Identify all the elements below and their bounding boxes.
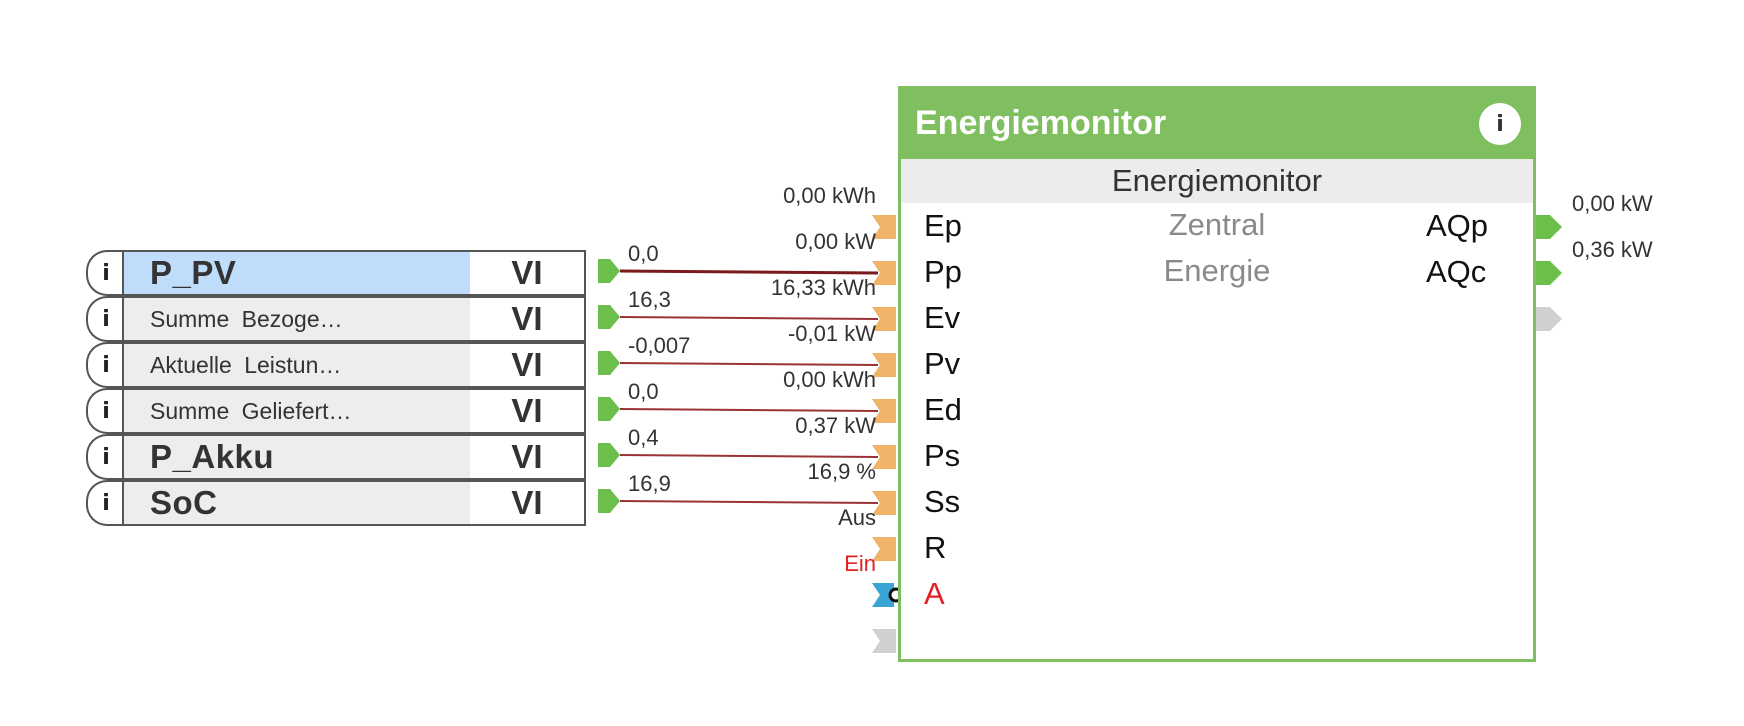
connection-wire[interactable] <box>619 316 879 320</box>
port-name-aqp: AQp <box>1426 208 1489 243</box>
input-label: Summe Geliefert… <box>150 398 352 424</box>
connection-wire[interactable] <box>619 500 879 504</box>
port-name-r: R <box>924 530 947 565</box>
info-icon[interactable]: i <box>86 342 124 388</box>
port-connectors <box>598 215 1562 657</box>
row-output-connector[interactable] <box>598 351 620 375</box>
row-output-connector[interactable] <box>598 443 620 467</box>
port-name-ep: Ep <box>924 208 962 243</box>
info-icon[interactable]: i <box>86 388 124 434</box>
input-connector-r[interactable] <box>872 537 896 561</box>
connection-wire[interactable] <box>619 269 879 275</box>
input-label-box[interactable]: P_Akku <box>122 434 472 480</box>
block-description-line-2: Energie <box>1163 253 1271 288</box>
output-value-aqp: 0,00 kW <box>1572 191 1653 216</box>
port-value-ed: 0,00 kWh <box>783 367 876 392</box>
port-name-ed: Ed <box>924 392 962 427</box>
input-type: VI <box>470 388 586 434</box>
port-value-ev: 16,33 kWh <box>770 275 876 300</box>
input-label: P_Akku <box>150 438 275 475</box>
source-value: 16,3 <box>628 287 671 312</box>
info-icon[interactable]: i <box>86 434 124 480</box>
info-icon[interactable]: i <box>86 296 124 342</box>
port-name-a: A <box>924 576 945 611</box>
port-value-pp: 0,00 kW <box>795 229 876 254</box>
source-value: 0,0 <box>628 379 659 404</box>
empty-output-connector[interactable] <box>1536 307 1562 331</box>
energiemonitor-block[interactable]: Energiemonitor i Energiemonitor Zentral … <box>898 86 1536 662</box>
output-value-aqc: 0,36 kW <box>1572 237 1653 262</box>
input-connector-pp[interactable] <box>872 261 896 285</box>
port-name-ev: Ev <box>924 300 961 335</box>
port-name-ps: Ps <box>924 438 961 473</box>
input-label-box[interactable]: Summe Bezoge… <box>122 296 472 342</box>
input-row-0[interactable]: i P_PV VI <box>86 250 598 296</box>
source-value: 0,0 <box>628 241 659 266</box>
input-connector-pv[interactable] <box>872 353 896 377</box>
input-label: Summe Bezoge… <box>150 306 343 332</box>
port-value-ep: 0,00 kWh <box>783 183 876 208</box>
row-output-connector[interactable] <box>598 259 620 283</box>
output-connector-aqc[interactable] <box>1536 261 1562 285</box>
block-description-line-1: Zentral <box>1168 207 1266 242</box>
input-label-box[interactable]: SoC <box>122 480 472 526</box>
connection-wire[interactable] <box>619 408 879 412</box>
connection-wire[interactable] <box>619 362 879 366</box>
port-name-pv: Pv <box>924 346 961 381</box>
info-icon[interactable]: i <box>86 480 124 526</box>
input-row-1[interactable]: i Summe Bezoge… VI <box>86 296 598 342</box>
source-value: 0,4 <box>628 425 659 450</box>
input-row-3[interactable]: i Summe Geliefert… VI <box>86 388 598 434</box>
input-row-4[interactable]: i P_Akku VI <box>86 434 598 480</box>
block-header[interactable]: Energiemonitor i <box>901 89 1533 159</box>
input-connector-ed[interactable] <box>872 399 896 423</box>
empty-input-connector[interactable] <box>872 629 896 653</box>
negated-input-connector[interactable] <box>872 583 894 607</box>
port-value-ps: 0,37 kW <box>795 413 876 438</box>
input-label-box[interactable]: Summe Geliefert… <box>122 388 472 434</box>
connection-wire[interactable] <box>619 454 879 458</box>
input-type: VI <box>470 342 586 388</box>
row-output-connector[interactable] <box>598 305 620 329</box>
input-connector-ps[interactable] <box>872 445 896 469</box>
connection-wires <box>619 269 879 504</box>
port-value-a: Ein <box>844 551 876 576</box>
port-name-aqc: AQc <box>1426 254 1487 289</box>
input-label-box[interactable]: Aktuelle Leistun… <box>122 342 472 388</box>
source-value: 16,9 <box>628 471 671 496</box>
output-connector-aqp[interactable] <box>1536 215 1562 239</box>
block-title: Energiemonitor <box>915 104 1167 142</box>
input-row-2[interactable]: i Aktuelle Leistun… VI <box>86 342 598 388</box>
input-connector-ev[interactable] <box>872 307 896 331</box>
port-value-pv: -0,01 kW <box>787 321 876 346</box>
row-output-connector[interactable] <box>598 397 620 421</box>
input-type: VI <box>470 250 586 296</box>
info-icon[interactable]: i <box>1479 103 1521 145</box>
input-type: VI <box>470 434 586 480</box>
input-type: VI <box>470 480 586 526</box>
port-value-ss: 16,9 % <box>807 459 877 484</box>
input-connector-ep[interactable] <box>872 215 896 239</box>
input-row-5[interactable]: i SoC VI <box>86 480 598 526</box>
input-label: SoC <box>150 484 218 521</box>
block-subtitle: Energiemonitor <box>901 159 1533 203</box>
info-icon[interactable]: i <box>86 250 124 296</box>
row-output-connector[interactable] <box>598 489 620 513</box>
input-label-box[interactable]: P_PV <box>122 250 472 296</box>
port-name-pp: Pp <box>924 254 962 289</box>
port-name-ss: Ss <box>924 484 961 519</box>
input-label: P_PV <box>150 254 237 291</box>
source-value: -0,007 <box>628 333 691 358</box>
input-type: VI <box>470 296 586 342</box>
input-label: Aktuelle Leistun… <box>150 352 342 378</box>
port-value-r: Aus <box>838 505 876 530</box>
input-connector-ss[interactable] <box>872 491 896 515</box>
